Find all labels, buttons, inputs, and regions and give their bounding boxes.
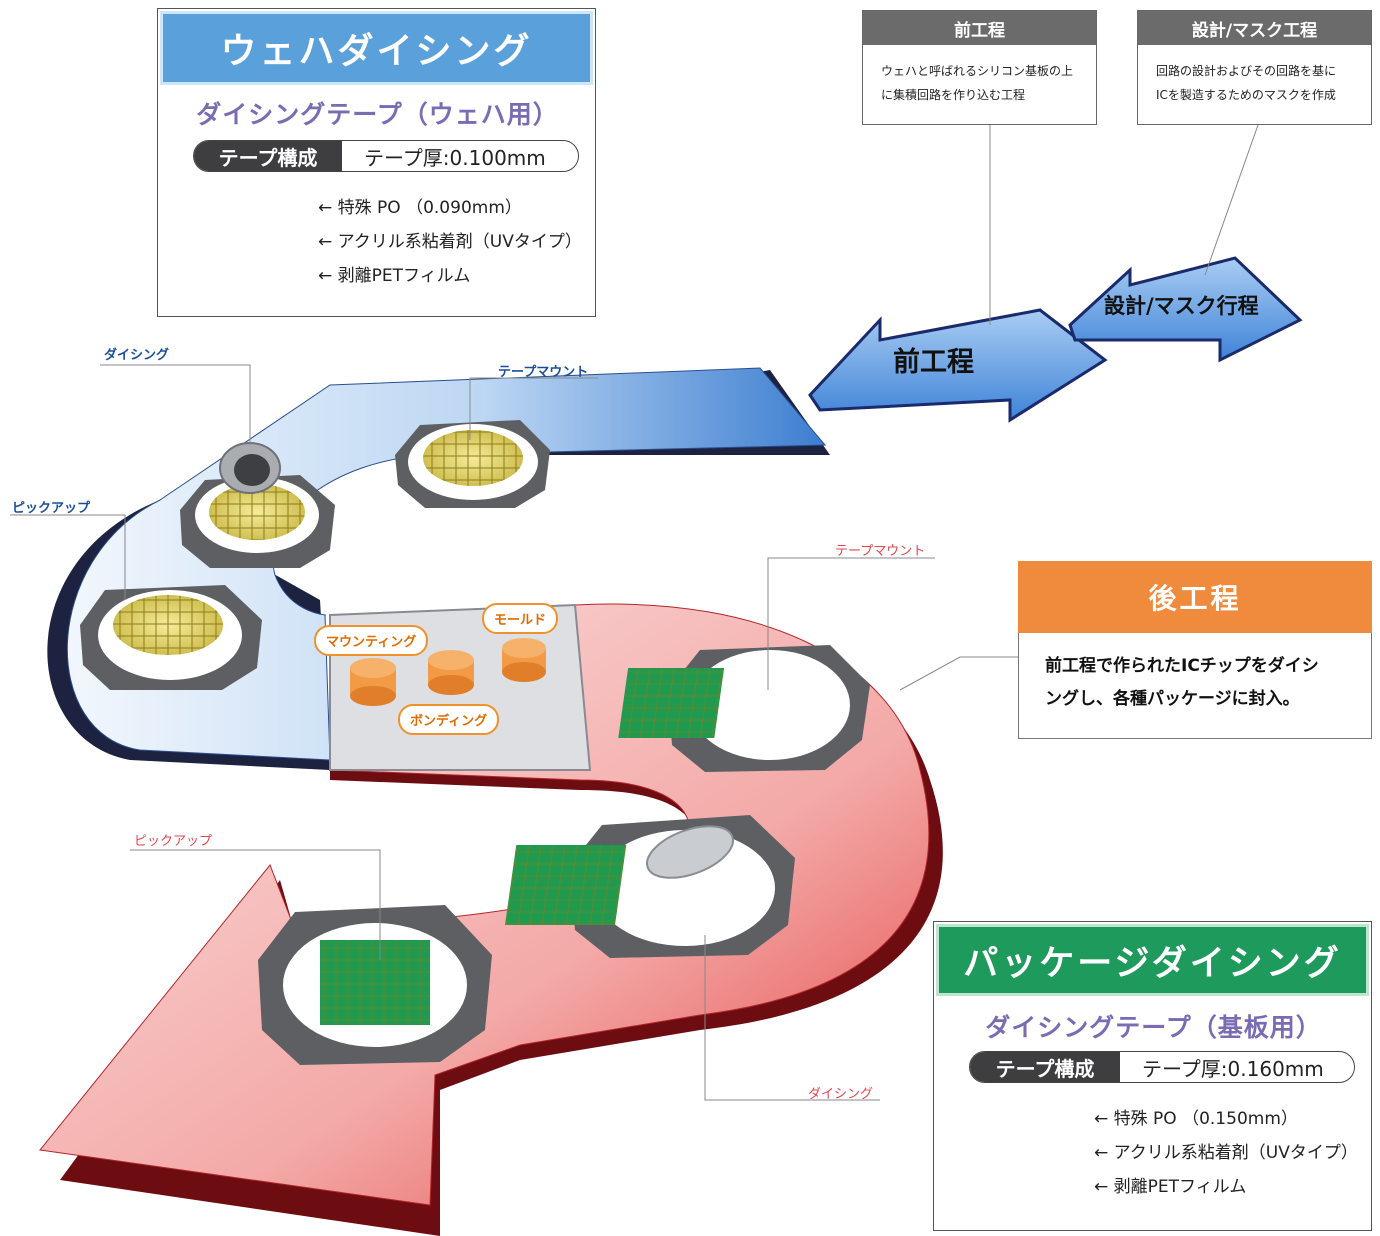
- back-process-desc: 前工程で作られたICチップをダイシ ングし、各種パッケージに封入。: [1045, 650, 1319, 716]
- legend-adhesive-label: ← アクリル系粘着剤（UVタイプ）: [318, 232, 582, 252]
- station-pickup-blue: [80, 585, 262, 690]
- station-tapemount-blue: [395, 420, 550, 508]
- mask-process-desc-line2: ICを製造するためのマスクを作成: [1156, 88, 1336, 102]
- front-process-title: 前工程: [863, 11, 1096, 45]
- mold-cylinder: [502, 638, 546, 682]
- blue-tapemount-label: テープマウント: [498, 365, 589, 380]
- mask-process-arrow: [1068, 256, 1303, 363]
- station-dicing-blue: [180, 442, 335, 568]
- mask-process-desc-line1: 回路の設計およびその回路を基に: [1156, 64, 1337, 78]
- legend-po-label: ← 特殊 PO （0.150mm）: [1094, 1109, 1298, 1129]
- legend-pet-label: ← 剥離PETフィルム: [318, 266, 471, 286]
- package-dicing-title: パッケージダイシング: [936, 924, 1369, 996]
- wafer-dicing-title: ウェハダイシング: [160, 11, 593, 85]
- composition-label: テープ構成: [194, 141, 342, 171]
- mounting-cylinder: [350, 658, 396, 706]
- leader-lines: [10, 124, 1259, 1101]
- front-process-arrow-label: 前工程: [893, 347, 974, 378]
- mask-process-arrow-label: 設計/マスク行程: [1104, 294, 1259, 318]
- legend-pet-label: ← 剥離PETフィルム: [1094, 1177, 1247, 1197]
- back-process-box: 後工程 前工程で作られたICチップをダイシ ングし、各種パッケージに封入。: [1018, 561, 1372, 739]
- blue-dicing-label: ダイシング: [104, 348, 170, 363]
- tape-thickness: テープ厚:0.160mm: [1142, 1056, 1324, 1081]
- red-dicing-label: ダイシング: [808, 1087, 874, 1102]
- wafer-tape-subtitle: ダイシングテープ（ウェハ用）: [196, 100, 559, 129]
- red-pickup-label: ピックアップ: [134, 834, 213, 849]
- back-process-desc-line2: ングし、各種パッケージに封入。: [1045, 689, 1300, 709]
- front-process-desc-line1: ウェハと呼ばれるシリコン基板の上: [881, 64, 1074, 78]
- wafer-tape-spec: テープ構成 テープ厚:0.100mm: [193, 140, 579, 172]
- back-process-title: 後工程: [1018, 561, 1372, 633]
- composition-label: テープ構成: [970, 1052, 1120, 1082]
- mounting-callout: マウンティング: [314, 625, 429, 656]
- tape-thickness: テープ厚:0.100mm: [364, 145, 546, 170]
- front-process-box: 前工程 ウェハと呼ばれるシリコン基板の上 に集積回路を作り込む工程: [862, 10, 1097, 125]
- mask-process-box: 設計/マスク工程 回路の設計およびその回路を基に ICを製造するためのマスクを作…: [1137, 10, 1372, 125]
- legend-po-label: ← 特殊 PO （0.090mm）: [318, 198, 522, 218]
- package-tape-spec: テープ構成 テープ厚:0.160mm: [969, 1051, 1355, 1083]
- mold-callout: モールド: [482, 603, 559, 634]
- blue-pickup-label: ピックアップ: [12, 501, 91, 516]
- bonding-callout: ボンディング: [398, 704, 500, 735]
- red-tapemount-label: テープマウント: [835, 544, 926, 559]
- legend-adhesive-label: ← アクリル系粘着剤（UVタイプ）: [1094, 1143, 1358, 1163]
- wafer-dicing-panel: ウェハダイシング ダイシングテープ（ウェハ用） テープ構成 テープ厚:0.100…: [157, 8, 596, 317]
- front-process-arrow: [808, 308, 1108, 423]
- station-pickup-red: [258, 905, 492, 1065]
- mask-process-title: 設計/マスク工程: [1138, 11, 1371, 45]
- package-tape-subtitle: ダイシングテープ（基板用）: [985, 1013, 1322, 1042]
- back-process-desc-line1: 前工程で作られたICチップをダイシ: [1045, 656, 1319, 676]
- bonding-cylinder: [428, 650, 474, 695]
- front-process-desc-line2: に集積回路を作り込む工程: [881, 88, 1026, 102]
- station-tapemount-red: [618, 645, 870, 772]
- station-dicing-red: [504, 815, 795, 958]
- package-dicing-panel: パッケージダイシング ダイシングテープ（基板用） テープ構成 テープ厚:0.16…: [933, 921, 1372, 1231]
